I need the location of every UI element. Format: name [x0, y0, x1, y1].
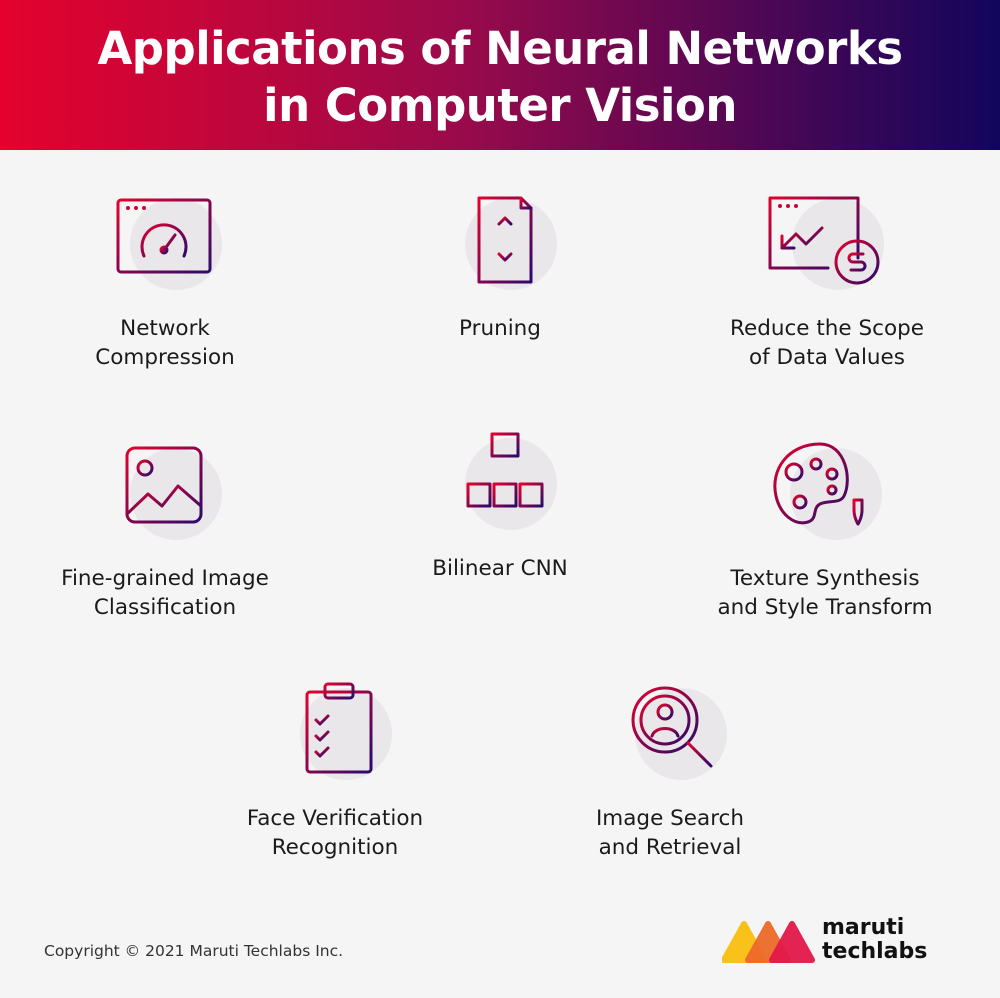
item-label: Reduce the Scope of Data Values [730, 316, 924, 370]
item-texture-synthesis: Texture Synthesis and Style Transform [675, 440, 975, 622]
clipboard-checklist-icon [305, 682, 373, 774]
item-pruning: Pruning [350, 190, 650, 343]
item-label: Texture Synthesis and Style Transform [717, 566, 933, 620]
header-banner: Applications of Neural Networks in Compu… [0, 0, 1000, 150]
page-title: Applications of Neural Networks in Compu… [0, 0, 1000, 134]
speedometer-window-icon [116, 198, 212, 274]
maruti-techlabs-logo: maruti techlabs [722, 916, 952, 966]
palette-brush-icon [773, 442, 864, 526]
document-up-down-icon [477, 196, 533, 284]
title-line-1: Applications of Neural Networks [97, 22, 903, 75]
item-label: Bilinear CNN [432, 556, 568, 581]
image-icon [125, 446, 203, 524]
logo-mark-icon [722, 921, 815, 963]
item-bilinear-cnn: Bilinear CNN [350, 430, 650, 583]
item-face-verification: Face Verification Recognition [185, 680, 485, 862]
item-label: Network Compression [95, 316, 235, 370]
logo-text-line-1: maruti [822, 915, 905, 940]
item-label: Fine-grained Image Classification [61, 566, 269, 620]
item-label: Pruning [459, 316, 541, 341]
item-fine-grained-classification: Fine-grained Image Classification [15, 440, 315, 622]
copyright-text: Copyright © 2021 Maruti Techlabs Inc. [44, 942, 344, 960]
item-image-search: Image Search and Retrieval [520, 680, 820, 862]
magnifier-user-icon [631, 686, 713, 768]
chart-window-dollar-icon [768, 196, 880, 285]
item-label: Face Verification Recognition [246, 806, 424, 860]
title-line-2: in Computer Vision [263, 79, 737, 132]
logo-text-line-2: techlabs [822, 939, 928, 964]
item-reduce-scope: Reduce the Scope of Data Values [677, 190, 977, 372]
hierarchy-icon [466, 432, 544, 508]
item-network-compression: Network Compression [15, 190, 315, 372]
item-label: Image Search and Retrieval [595, 806, 745, 860]
